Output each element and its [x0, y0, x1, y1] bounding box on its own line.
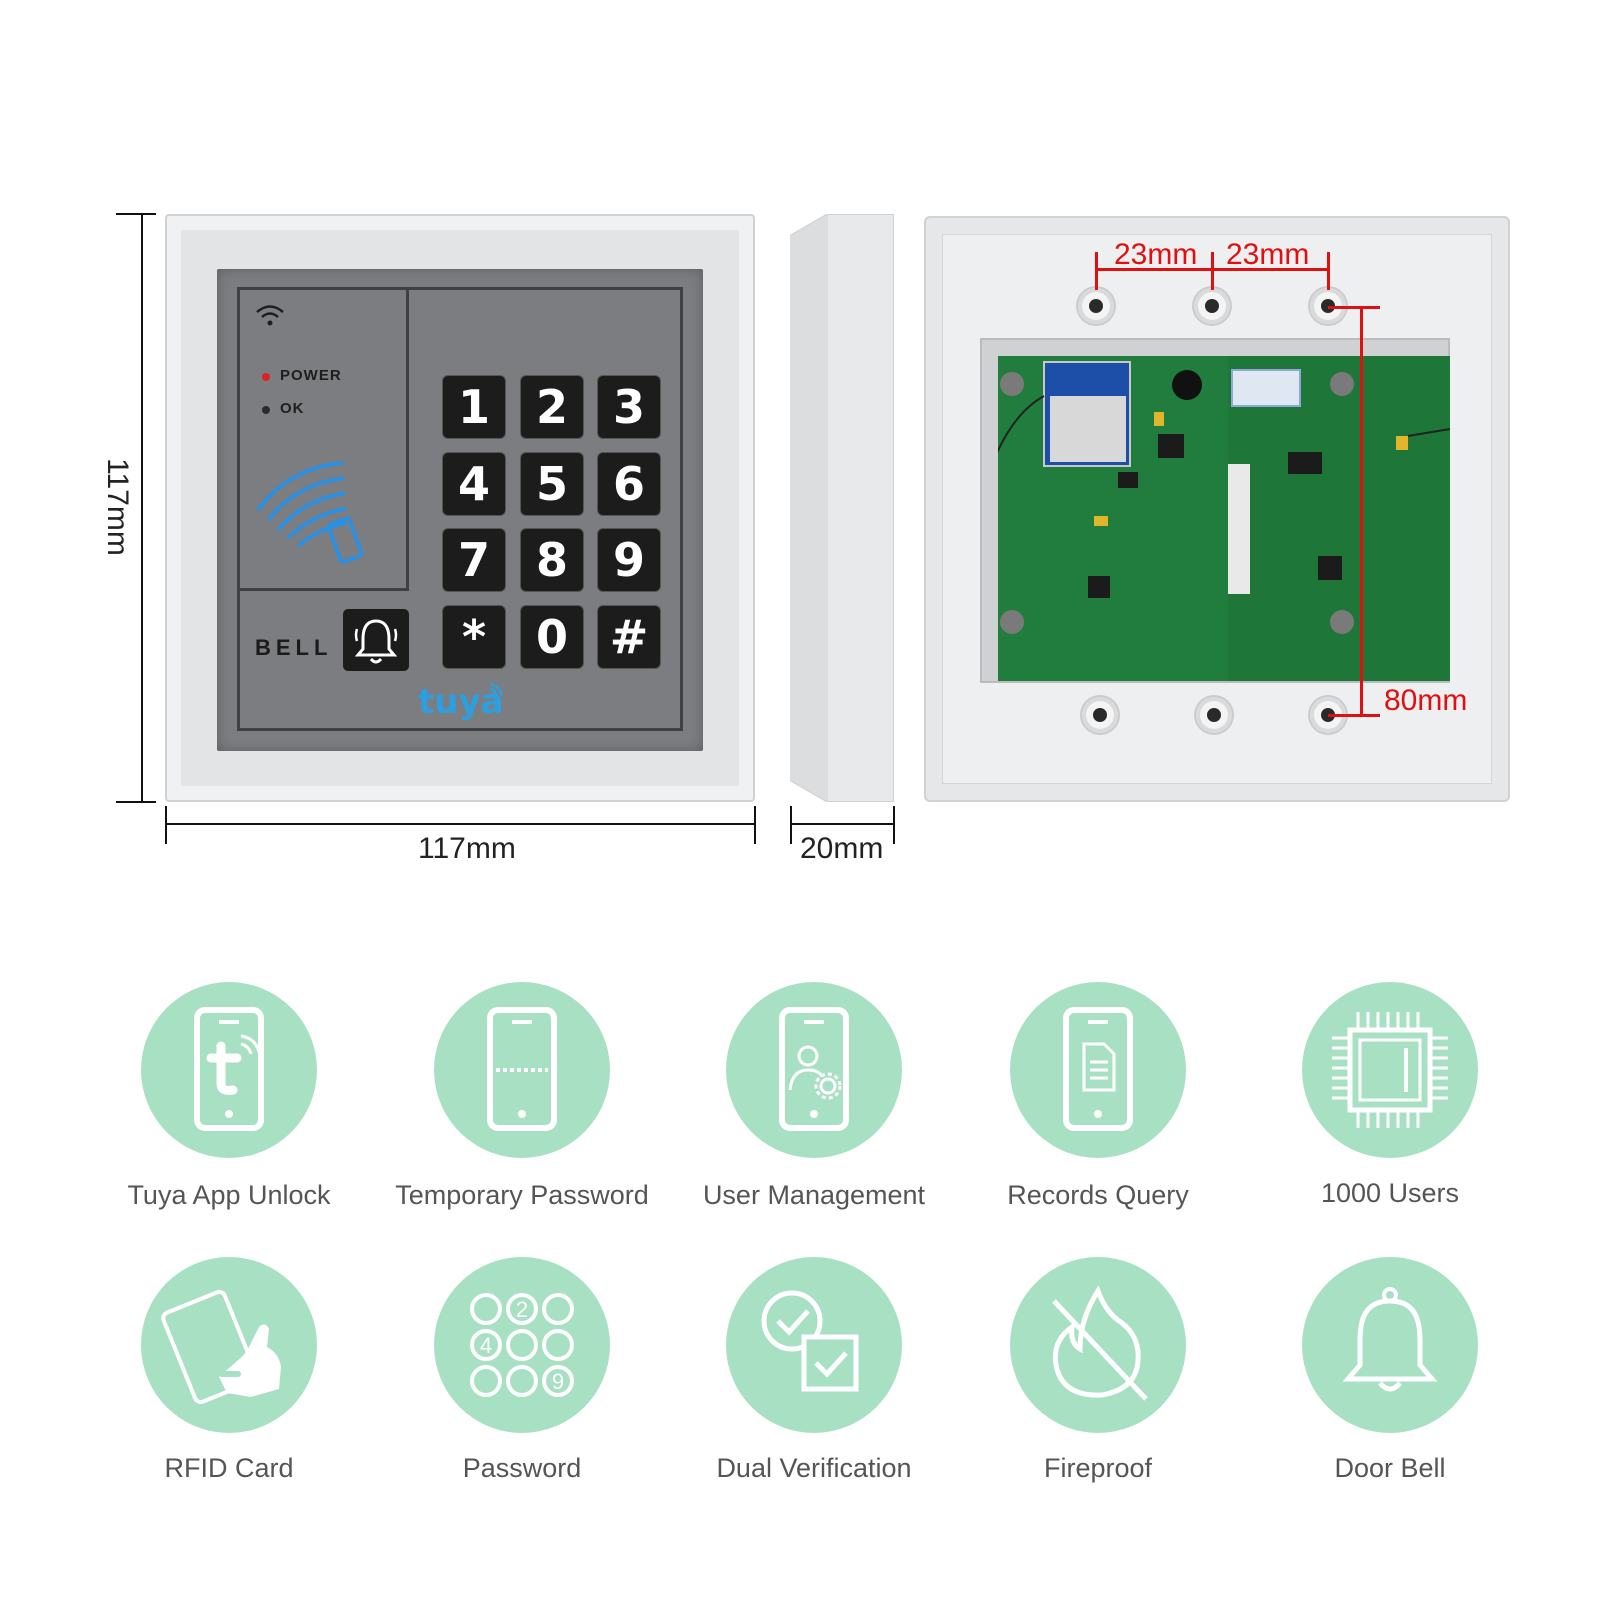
height-dimension-line	[141, 214, 143, 802]
key-8[interactable]: 8	[521, 529, 583, 591]
height-dimension-cap-top	[116, 213, 156, 215]
feature-temporary-password	[434, 982, 610, 1158]
svg-text:4: 4	[480, 1333, 492, 1358]
phone-document-icon	[1063, 1007, 1133, 1131]
ok-led	[262, 406, 270, 414]
bell-label: BELL	[255, 635, 333, 660]
mount-hole-top-center	[1194, 288, 1230, 324]
width-dimension-cap-left	[165, 806, 167, 844]
width-dimension-label: 117mm	[418, 832, 516, 865]
keypad-icon: 2 4 9	[470, 1293, 574, 1397]
vertical-spacing-line	[1360, 306, 1363, 716]
tuya-phone-icon	[194, 1007, 264, 1131]
hole-spacing-tick-1	[1095, 252, 1098, 290]
key-3[interactable]: 3	[598, 376, 660, 438]
keypad-side-view	[790, 214, 894, 802]
svg-text:9: 9	[552, 1369, 564, 1394]
no-fire-icon	[1052, 1285, 1148, 1401]
double-check-icon	[761, 1290, 859, 1392]
power-led	[262, 373, 270, 381]
feature-rfid-card	[141, 1257, 317, 1433]
bell-button-icon	[354, 619, 398, 664]
key-9[interactable]: 9	[598, 529, 660, 591]
width-dimension-cap-right	[754, 806, 756, 844]
svg-text:2: 2	[516, 1297, 528, 1322]
feature-label: Door Bell	[1334, 1453, 1446, 1483]
rfid-area-frame	[237, 287, 409, 591]
vertical-spacing-label: 80mm	[1384, 684, 1468, 717]
hole-spacing-label-2: 23mm	[1226, 238, 1310, 271]
bell-icon	[1342, 1287, 1438, 1392]
key-0[interactable]: 0	[521, 606, 583, 668]
rfid-card-icon	[256, 461, 364, 564]
key-4[interactable]: 4	[443, 453, 505, 515]
key-6[interactable]: 6	[598, 453, 660, 515]
depth-dimension-cap-right	[893, 806, 895, 844]
depth-dimension-label: 20mm	[800, 832, 884, 865]
hole-spacing-label-1: 23mm	[1114, 238, 1198, 271]
tuya-logo: tuya	[418, 682, 504, 722]
ok-label: OK	[280, 400, 305, 417]
width-dimension-line	[165, 823, 755, 825]
feature-label: Temporary Password	[395, 1180, 649, 1210]
feature-label: Password	[462, 1453, 582, 1483]
feature-label: 1000 Users	[1320, 1178, 1460, 1208]
key-2[interactable]: 2	[521, 376, 583, 438]
depth-dimension-line	[790, 823, 894, 825]
card-hand-icon	[161, 1289, 281, 1405]
keypad-inner-frame	[237, 287, 683, 731]
feature-label: Tuya App Unlock	[127, 1180, 331, 1210]
height-dimension-cap-bottom	[116, 801, 156, 803]
key-1[interactable]: 1	[443, 376, 505, 438]
mount-hole-bottom-left	[1082, 697, 1118, 733]
depth-dimension-cap-left	[790, 806, 792, 844]
feature-door-bell	[1302, 1257, 1478, 1433]
feature-label: Dual Verification	[716, 1453, 912, 1483]
feature-fireproof	[1010, 1257, 1186, 1433]
hole-spacing-tick-3	[1327, 252, 1330, 290]
feature-label: Records Query	[1007, 1180, 1189, 1210]
chip-icon	[1332, 1012, 1448, 1128]
phone-password-icon	[487, 1007, 557, 1131]
wifi-icon	[256, 305, 284, 326]
feature-password: 2 4 9	[434, 1257, 610, 1433]
key-star[interactable]: *	[443, 606, 505, 668]
feature-1000-users	[1302, 982, 1478, 1158]
vertical-spacing-cap-bottom	[1328, 714, 1380, 717]
mount-hole-bottom-center	[1196, 697, 1232, 733]
tuya-logo-signal-icon	[489, 682, 504, 697]
hole-spacing-tick-2	[1211, 252, 1214, 290]
feature-label: User Management	[702, 1180, 926, 1210]
circuit-board-components	[998, 356, 1450, 681]
height-dimension-label: 117mm	[100, 458, 134, 556]
power-label: POWER	[280, 367, 342, 384]
feature-records-query	[1010, 982, 1186, 1158]
feature-dual-verification	[726, 1257, 902, 1433]
key-7[interactable]: 7	[443, 529, 505, 591]
feature-user-management	[726, 982, 902, 1158]
vertical-spacing-cap-top	[1328, 306, 1380, 309]
feature-tuya-app-unlock	[141, 982, 317, 1158]
bell-button[interactable]	[343, 609, 409, 671]
feature-label: Fireproof	[1043, 1453, 1153, 1483]
key-5[interactable]: 5	[521, 453, 583, 515]
mount-hole-top-left	[1078, 288, 1114, 324]
feature-label: RFID Card	[164, 1453, 294, 1483]
phone-user-settings-icon	[779, 1007, 849, 1131]
key-hash[interactable]: #	[598, 606, 660, 668]
